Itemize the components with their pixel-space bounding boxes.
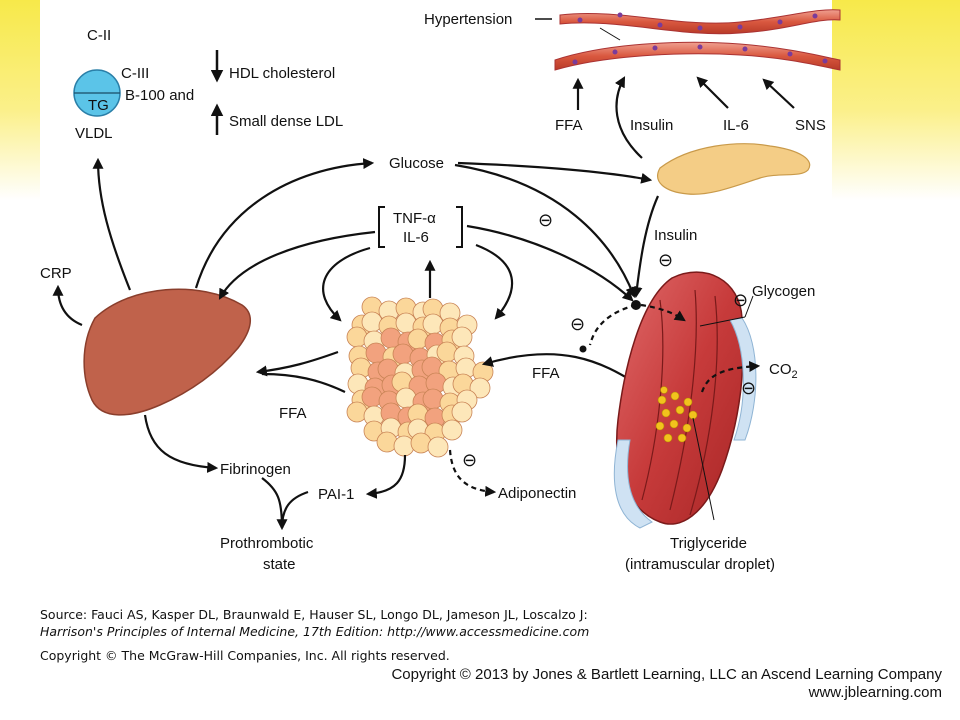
publisher-footer: Copyright © 2013 by Jones & Bartlett Lea… — [391, 666, 942, 702]
triglyceride-label-line2: (intramuscular droplet) — [625, 556, 775, 573]
fat-cell — [346, 401, 368, 423]
inhibition-symbol-glycogen: ⊖ — [733, 290, 748, 310]
adipose-tissue-illustration — [346, 296, 494, 458]
il6-top-label: IL-6 — [723, 117, 749, 134]
vldl-tg-label: TG — [88, 97, 109, 114]
inhibition-symbol-adiponectin: ⊖ — [462, 450, 477, 470]
inhibition-symbol-cytokine: ⊖ — [538, 210, 553, 230]
vldl-b100-label: B-100 and — [125, 87, 194, 104]
insulin-mid-label: Insulin — [654, 227, 697, 244]
vldl-c3-label: C-III — [121, 65, 149, 82]
sns-label: SNS — [795, 117, 826, 134]
fat-cell — [393, 435, 415, 457]
mcgraw-hill-copyright: Copyright © The McGraw-Hill Companies, I… — [40, 648, 450, 663]
vldl-particle — [73, 69, 121, 117]
fat-cell — [361, 311, 383, 333]
fat-cell — [376, 431, 398, 453]
hdl-label: HDL cholesterol — [229, 65, 335, 82]
fat-cell — [422, 388, 444, 410]
source-line-1: Source: Fauci AS, Kasper DL, Braunwald E… — [40, 607, 588, 622]
fat-cell — [346, 326, 368, 348]
fat-cell — [361, 386, 383, 408]
fat-cell — [451, 326, 473, 348]
inhibition-symbol-oxidation: ⊖ — [741, 378, 756, 398]
triglyceride-label-line1: Triglyceride — [670, 535, 747, 552]
blood-vessel-illustration — [554, 9, 841, 71]
fibrinogen-label: Fibrinogen — [220, 461, 291, 478]
inhibition-symbol-insulin: ⊖ — [658, 250, 673, 270]
skeletal-muscle-illustration — [613, 271, 757, 529]
metabolic-syndrome-diagram: Hypertension FFA Insulin IL-6 SNS C-II C… — [40, 9, 841, 573]
vldl-label: VLDL — [75, 125, 113, 142]
right-yellow-band — [832, 0, 960, 200]
crp-label: CRP — [40, 265, 72, 282]
jones-bartlett-copyright: Copyright © 2013 by Jones & Bartlett Lea… — [391, 666, 942, 683]
prothrombotic-label-line2: state — [263, 556, 296, 573]
fat-cell — [407, 328, 429, 350]
adiponectin-label: Adiponectin — [498, 485, 576, 502]
jblearning-url: www.jblearning.com — [808, 684, 942, 701]
co2-label: CO2 — [769, 361, 798, 381]
glucose-label: Glucose — [389, 155, 444, 172]
insulin-top-label: Insulin — [630, 117, 673, 134]
ffa-left-label: FFA — [279, 405, 307, 422]
source-citation: Source: Fauci AS, Kasper DL, Braunwald E… — [40, 606, 589, 664]
fat-cell — [422, 313, 444, 335]
prothrombotic-label-line1: Prothrombotic — [220, 535, 314, 552]
il6-mid-label: IL-6 — [403, 229, 429, 246]
vldl-c2-label: C-II — [87, 27, 111, 44]
fat-cell — [436, 341, 458, 363]
fat-cell — [427, 436, 449, 458]
hypertension-label: Hypertension — [424, 11, 512, 28]
source-line-2: Harrison's Principles of Internal Medici… — [40, 624, 590, 639]
fat-cell — [451, 401, 473, 423]
pancreas-illustration — [657, 143, 811, 195]
fat-cell — [441, 419, 463, 441]
ffa-top-label: FFA — [555, 117, 583, 134]
glycogen-label: Glycogen — [752, 283, 815, 300]
liver-illustration — [83, 288, 251, 416]
pai1-label: PAI-1 — [318, 486, 354, 503]
tnf-alpha-label: TNF-α — [393, 210, 436, 227]
ffa-right-label: FFA — [532, 365, 560, 382]
left-yellow-band — [0, 0, 40, 200]
fat-cell — [410, 432, 432, 454]
ldl-label: Small dense LDL — [229, 113, 343, 130]
inhibition-symbol-glucose-uptake: ⊖ — [570, 314, 585, 334]
fat-cell — [392, 343, 414, 365]
